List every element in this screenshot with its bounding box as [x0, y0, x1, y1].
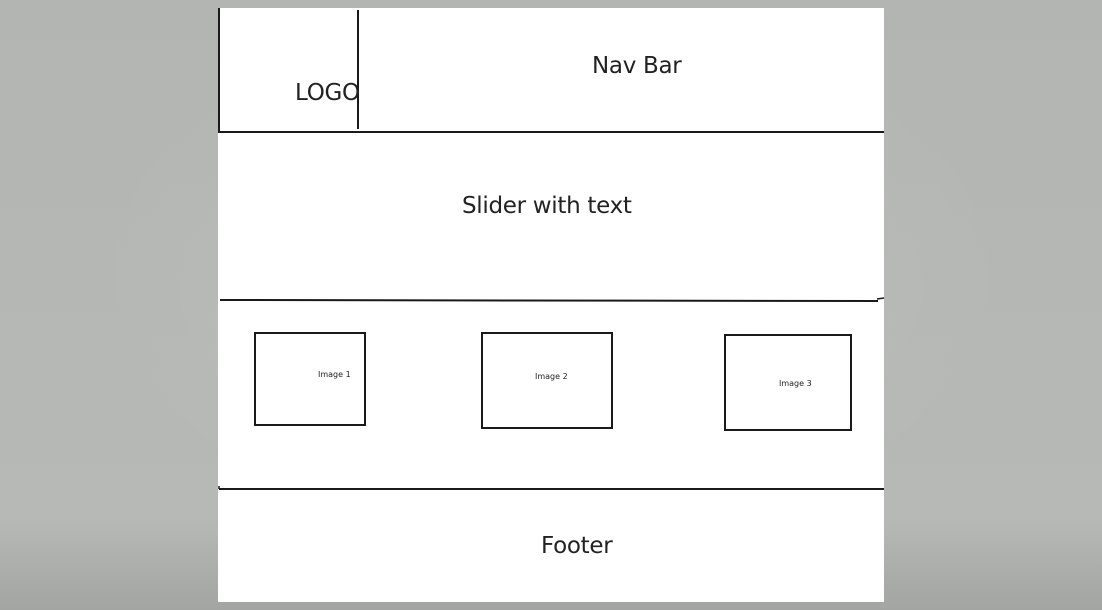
- image-2-box: [481, 332, 613, 429]
- image-2-label: Image 2: [535, 372, 568, 381]
- wireframe-canvas: LOGO Nav Bar Slider with text Image 1 Im…: [218, 8, 884, 602]
- image-3-box: [724, 334, 852, 431]
- slider-line-tail: [876, 297, 884, 300]
- wireframe-lines: [218, 8, 884, 490]
- footer-label: Footer: [541, 533, 613, 559]
- image-3-label: Image 3: [779, 379, 812, 388]
- logo-label: LOGO: [295, 80, 360, 106]
- slider-label: Slider with text: [462, 193, 632, 219]
- nav-bar-label: Nav Bar: [592, 53, 682, 79]
- image-1-label: Image 1: [318, 370, 351, 379]
- slider-bottom-line: [219, 299, 879, 302]
- image-1-box: [254, 332, 366, 426]
